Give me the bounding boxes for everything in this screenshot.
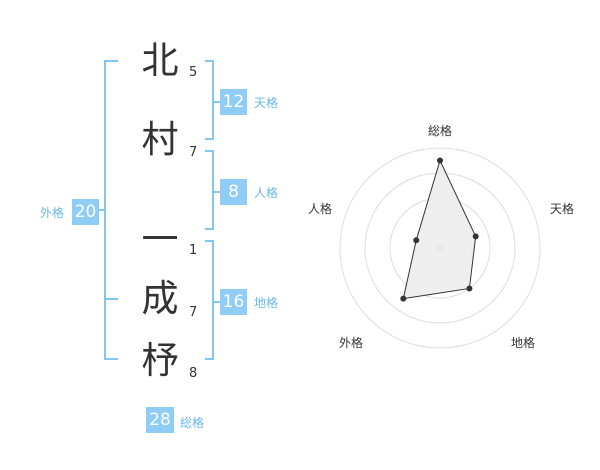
name-char-2: 村 — [141, 118, 179, 161]
soukaku-value-badge: 28 — [146, 407, 174, 433]
radar-axis-label-tenkaku: 天格 — [550, 202, 575, 216]
tenkaku-value-badge: 12 — [220, 89, 247, 115]
radar-axis-label-gaikaku: 外格 — [339, 336, 364, 350]
stroke-count-5: 8 — [189, 366, 198, 381]
name-char-1: 北 — [141, 39, 179, 82]
radar-axis-label-jinkaku: 人格 — [308, 202, 333, 216]
radar-axis-label-chikaku: 地格 — [511, 336, 536, 350]
tenkaku-bracket — [205, 60, 214, 140]
gaikaku-bracket — [104, 60, 118, 360]
gaikaku-label: 外格 — [40, 206, 65, 220]
radar-point-2 — [472, 233, 479, 240]
radar-ring-4 — [339, 147, 541, 349]
stroke-count-3: 1 — [189, 243, 198, 258]
radar-chart — [339, 147, 541, 349]
jinkaku-bracket — [205, 150, 214, 230]
chikaku-bracket — [205, 240, 214, 360]
name-char-3: 一 — [141, 218, 179, 261]
radar-point-1 — [437, 157, 443, 164]
jinkaku-label: 人格 — [254, 186, 279, 200]
tenkaku-label: 天格 — [254, 96, 279, 110]
gaikaku-value-badge: 20 — [72, 199, 99, 225]
radar-point-4 — [400, 295, 407, 302]
radar-point-5 — [413, 237, 420, 244]
stroke-count-2: 7 — [189, 145, 198, 160]
chikaku-value-badge: 16 — [220, 289, 247, 315]
radar-series-polygon — [402, 159, 477, 300]
stroke-count-4: 7 — [189, 305, 198, 320]
soukaku-label: 総格 — [180, 416, 205, 430]
chikaku-label: 地格 — [254, 296, 279, 310]
radar-axis-label-soukaku: 総格 — [428, 124, 453, 138]
name-char-5: 杼 — [141, 339, 179, 382]
jinkaku-value-badge: 8 — [220, 179, 247, 205]
stroke-count-1: 5 — [189, 65, 198, 80]
radar-point-3 — [466, 285, 473, 292]
name-char-4: 成 — [141, 277, 179, 320]
